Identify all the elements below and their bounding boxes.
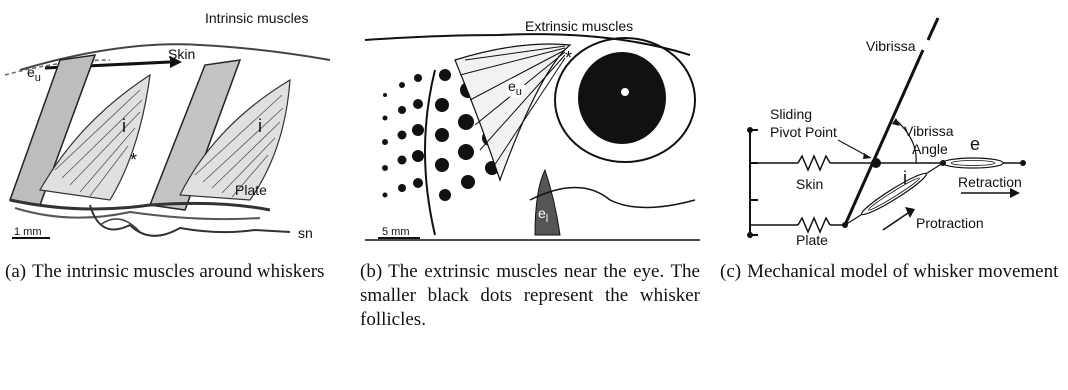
vibrissa-angle-label-2: Angle — [912, 141, 948, 157]
sliding-label: Sliding — [770, 106, 812, 122]
extrinsic-e-label: e — [970, 134, 980, 155]
skin-label: Skin — [796, 176, 823, 192]
vibrissa-angle-label-1: Vibrissa — [904, 123, 954, 139]
asterisk-label: * — [565, 48, 572, 69]
caption-a: (a)The intrinsic muscles around whiskers — [5, 260, 345, 284]
eu-label: eu — [505, 78, 525, 98]
pivot-point-label: Pivot Point — [770, 124, 837, 140]
protraction-label: Protraction — [916, 215, 984, 231]
panel-b-title: Extrinsic muscles — [525, 18, 633, 34]
intrinsic-i-label-1: i — [122, 116, 126, 137]
scale-bar-label: 1 mm — [14, 226, 42, 238]
plate-label: Plate — [796, 232, 828, 248]
panel-b: Extrinsic muscles eu el * 5 mm (b)The ex… — [360, 0, 710, 390]
plate-label: Plate — [235, 182, 267, 198]
intrinsic-muscles-illustration — [0, 0, 345, 250]
caption-c: (c)Mechanical model of whisker movement — [720, 260, 1066, 284]
extrinsic-muscles-illustration — [360, 0, 705, 250]
scale-bar-label: 5 mm — [382, 226, 410, 238]
skin-label: Skin — [168, 46, 195, 62]
caption-b: (b)The extrinsic muscles near the eye. T… — [360, 260, 700, 332]
asterisk-label: * — [130, 150, 137, 171]
vibrissa-label: Vibrissa — [866, 38, 916, 54]
panel-a-title: Intrinsic muscles — [205, 10, 308, 26]
retraction-label: Retraction — [958, 174, 1022, 190]
panel-c: Vibrissa Sliding Pivot Point Vibrissa An… — [718, 0, 1068, 390]
intrinsic-i-label: i — [903, 168, 907, 189]
intrinsic-i-label-2: i — [258, 116, 262, 137]
eu-label: eu — [27, 64, 41, 84]
el-label: el — [538, 205, 548, 225]
panel-a: Intrinsic muscles Skin eu i i * Plate sn… — [0, 0, 350, 390]
sn-label: sn — [298, 225, 313, 241]
